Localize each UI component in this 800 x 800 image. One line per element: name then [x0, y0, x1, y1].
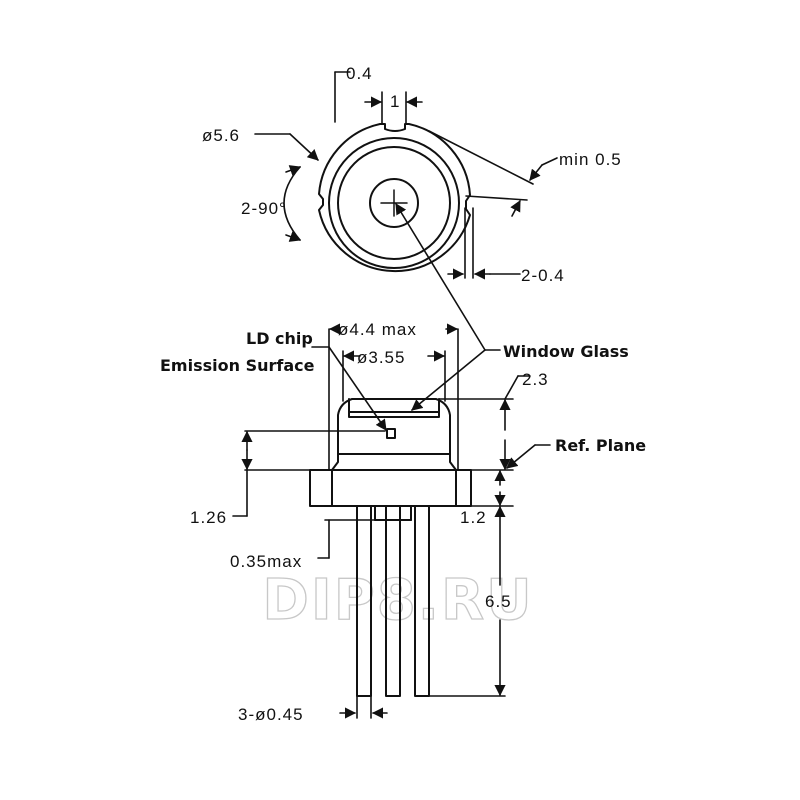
dim-2-90-label: 2-90°	[241, 199, 287, 218]
dim-min-0-5-arrow-top	[529, 164, 543, 181]
dim-6-5-label: 6.5	[485, 592, 512, 611]
side-view-window-glass	[348, 411, 440, 418]
top-view-cap-inner-circle	[337, 146, 451, 260]
dim-dia-5-6-leader	[289, 133, 319, 161]
top-view: 0.4 1 ø5.6 min 0.5 2-90° 2-0.4	[202, 64, 622, 285]
dim-dia-4-4-label: ø4.4 max	[338, 320, 417, 339]
dim-0-4-label: 0.4	[346, 64, 373, 83]
dim-2-90-upper-tick	[285, 165, 302, 176]
dim-1-26-label: 1.26	[190, 508, 227, 527]
dim-dia-5-6-label: ø5.6	[202, 126, 240, 145]
dim-2-90-lower-tick	[285, 231, 302, 242]
dim-min-0-5-ext-2	[465, 195, 528, 201]
dim-dia-3-55-label: ø3.55	[357, 348, 405, 367]
dim-2-3-leader	[504, 375, 519, 400]
dim-1-2-label: 1.2	[460, 508, 487, 527]
side-view: LD chip Emission Surface ø4.4 max ø3.55 …	[160, 203, 646, 724]
top-view-flange-outline	[318, 123, 471, 273]
dim-3-dia-0-45-label: 3-ø0.45	[238, 705, 304, 724]
ld-chip-label: LD chip	[246, 329, 313, 348]
lead-left	[356, 505, 372, 697]
side-view-flange	[309, 469, 472, 507]
dim-min-0-5-ext-1	[428, 130, 534, 185]
lead-center	[385, 505, 401, 697]
dim-2-0-4-label: 2-0.4	[521, 266, 565, 285]
ref-plane-leader	[506, 444, 536, 469]
dim-min-0-5-leader	[541, 157, 558, 166]
window-glass-leader-side	[411, 349, 486, 411]
ld-chip	[386, 428, 396, 439]
ld-chip-leader	[328, 346, 387, 431]
dim-1-label: 1	[390, 92, 400, 111]
dim-0-35max-label: 0.35max	[230, 552, 302, 571]
side-view-cap-outline	[331, 398, 457, 471]
dim-2-3-label: 2.3	[522, 370, 549, 389]
ref-plane-label: Ref. Plane	[555, 436, 646, 455]
emission-surface-label: Emission Surface	[160, 356, 315, 375]
lead-right	[414, 505, 430, 697]
window-glass-label: Window Glass	[503, 342, 629, 361]
top-view-cap-outer-circle	[328, 137, 460, 269]
watermark-text: DIP8.RU	[262, 568, 533, 633]
dim-min-0-5-arrow-bottom	[510, 200, 521, 217]
window-glass-leader-top	[395, 203, 486, 351]
dim-min-0-5-label: min 0.5	[559, 150, 622, 169]
top-view-window-circle	[369, 178, 419, 228]
